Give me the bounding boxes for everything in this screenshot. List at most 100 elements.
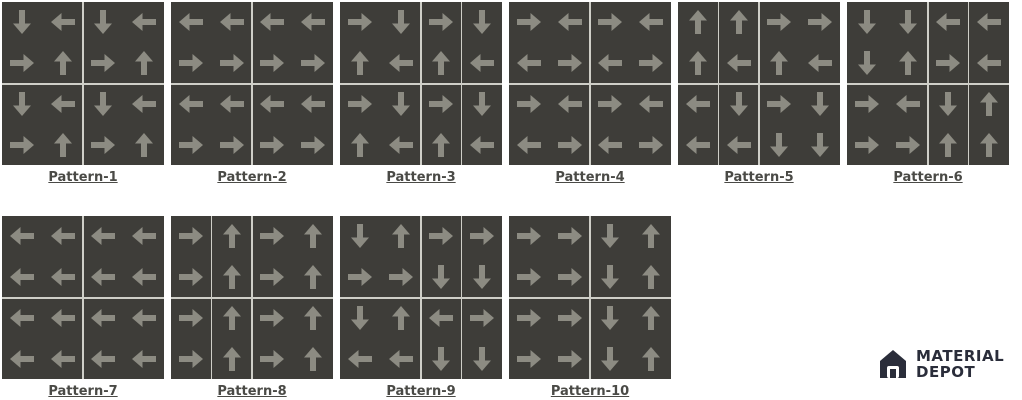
- arrow-down-icon: [939, 91, 958, 116]
- pattern-caption[interactable]: Pattern-4: [555, 170, 625, 185]
- arrow-right-icon: [598, 94, 623, 113]
- arrow-cell: [509, 124, 550, 165]
- arrow-cell: [293, 2, 334, 43]
- arrow-cell: [928, 2, 969, 43]
- arrow-up-icon: [729, 10, 748, 35]
- arrow-up-icon: [303, 305, 322, 330]
- arrow-cell: [719, 124, 760, 165]
- pattern-tile: [509, 2, 671, 165]
- arrow-right-icon: [260, 135, 285, 154]
- arrow-cell: [719, 2, 760, 43]
- arrow-cell: [340, 257, 381, 298]
- arrow-left-icon: [131, 13, 156, 32]
- arrow-left-icon: [348, 349, 373, 368]
- arrow-down-icon: [858, 10, 877, 35]
- pattern-caption[interactable]: Pattern-9: [386, 384, 456, 399]
- arrow-cell: [381, 2, 422, 43]
- arrow-right-icon: [179, 268, 204, 287]
- arrow-cell: [509, 43, 550, 84]
- arrow-cell: [381, 338, 422, 379]
- arrow-cell: [928, 124, 969, 165]
- arrow-cell: [381, 257, 422, 298]
- arrow-cell: [421, 84, 462, 125]
- arrow-up-icon: [641, 305, 660, 330]
- arrow-right-icon: [260, 308, 285, 327]
- arrow-right-icon: [179, 308, 204, 327]
- arrow-right-icon: [91, 54, 116, 73]
- arrow-cell: [421, 338, 462, 379]
- pattern-caption[interactable]: Pattern-8: [217, 384, 287, 399]
- arrow-cell: [293, 84, 334, 125]
- arrow-down-icon: [601, 305, 620, 330]
- arrow-up-icon: [770, 51, 789, 76]
- arrow-right-icon: [429, 227, 454, 246]
- arrow-cell: [678, 2, 719, 43]
- arrow-right-icon: [429, 94, 454, 113]
- arrow-cell: [83, 2, 124, 43]
- arrow-cell: [509, 338, 550, 379]
- arrow-down-icon: [729, 91, 748, 116]
- arrow-right-icon: [260, 227, 285, 246]
- arrow-left-icon: [598, 135, 623, 154]
- arrow-cell: [43, 338, 84, 379]
- arrow-cell: [83, 124, 124, 165]
- arrow-cell: [2, 43, 43, 84]
- arrow-up-icon: [979, 91, 998, 116]
- pattern-tile: [2, 2, 164, 165]
- arrow-up-icon: [222, 305, 241, 330]
- pattern-caption[interactable]: Pattern-6: [893, 170, 963, 185]
- arrow-up-icon: [641, 346, 660, 371]
- arrow-cell: [888, 2, 929, 43]
- grout-line-horizontal: [847, 83, 1009, 85]
- arrow-cell: [252, 298, 293, 339]
- arrow-cell: [631, 298, 672, 339]
- pattern-caption[interactable]: Pattern-3: [386, 170, 456, 185]
- arrow-cell: [2, 2, 43, 43]
- pattern-tile: [171, 2, 333, 165]
- arrow-cell: [340, 2, 381, 43]
- arrow-cell: [212, 2, 253, 43]
- arrow-left-icon: [388, 135, 413, 154]
- pattern-caption[interactable]: Pattern-2: [217, 170, 287, 185]
- arrow-left-icon: [429, 308, 454, 327]
- arrow-right-icon: [300, 54, 325, 73]
- pattern-caption[interactable]: Pattern-7: [48, 384, 118, 399]
- pattern-caption[interactable]: Pattern-10: [550, 384, 630, 399]
- arrow-up-icon: [979, 132, 998, 157]
- arrow-down-icon: [858, 51, 877, 76]
- arrow-cell: [421, 124, 462, 165]
- arrow-up-icon: [53, 132, 72, 157]
- arrow-grid: [509, 216, 671, 379]
- arrow-cell: [43, 298, 84, 339]
- arrow-cell: [171, 43, 212, 84]
- arrow-cell: [171, 338, 212, 379]
- arrow-cell: [969, 124, 1010, 165]
- arrow-right-icon: [179, 349, 204, 368]
- arrow-cell: [2, 216, 43, 257]
- arrow-right-icon: [557, 268, 582, 287]
- arrow-cell: [212, 43, 253, 84]
- arrow-down-icon: [601, 265, 620, 290]
- arrow-right-icon: [638, 54, 663, 73]
- pattern-caption[interactable]: Pattern-1: [48, 170, 118, 185]
- grout-line-horizontal: [509, 297, 671, 299]
- arrow-cell: [509, 257, 550, 298]
- arrow-up-icon: [303, 265, 322, 290]
- arrow-left-icon: [726, 54, 751, 73]
- arrow-cell: [293, 338, 334, 379]
- arrow-left-icon: [976, 13, 1001, 32]
- arrow-cell: [590, 298, 631, 339]
- arrow-right-icon: [260, 54, 285, 73]
- arrow-cell: [631, 124, 672, 165]
- brand-wordmark: MATERIAL DEPOT: [916, 348, 1004, 380]
- arrow-cell: [212, 338, 253, 379]
- arrow-left-icon: [517, 54, 542, 73]
- arrow-cell: [83, 84, 124, 125]
- arrow-left-icon: [388, 54, 413, 73]
- arrow-cell: [590, 43, 631, 84]
- pattern-caption[interactable]: Pattern-5: [724, 170, 794, 185]
- arrow-left-icon: [936, 13, 961, 32]
- arrow-cell: [800, 43, 841, 84]
- arrow-left-icon: [598, 54, 623, 73]
- arrow-right-icon: [855, 135, 880, 154]
